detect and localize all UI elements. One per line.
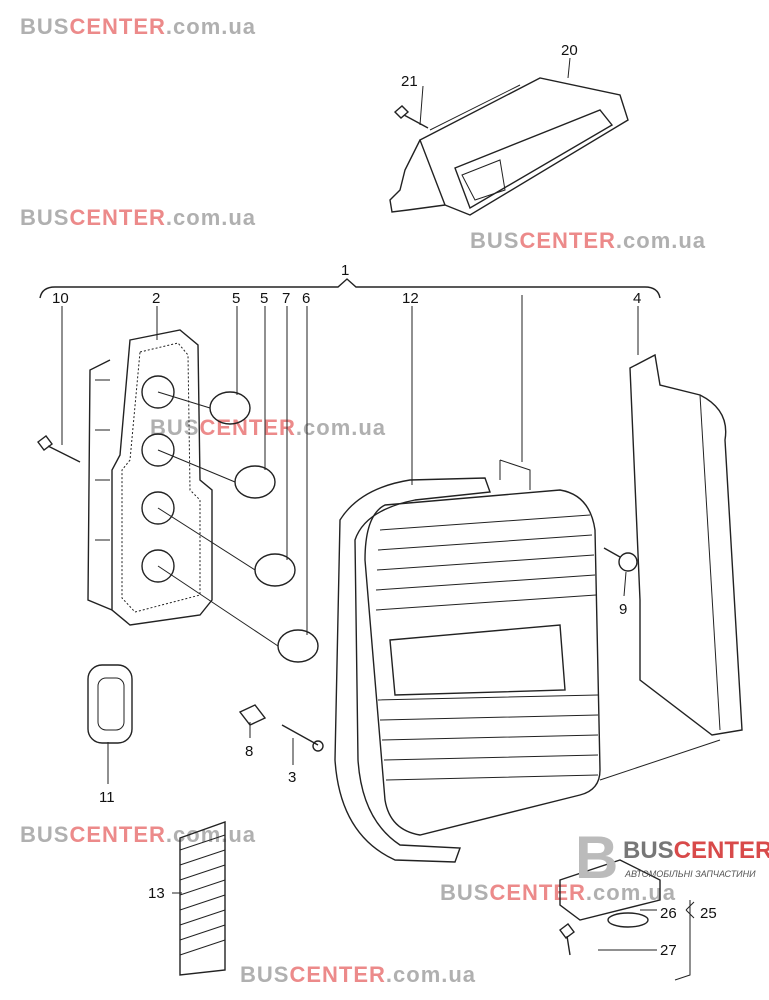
label-1: 1 bbox=[341, 262, 349, 279]
label-8: 8 bbox=[245, 743, 253, 760]
label-7: 7 bbox=[282, 290, 290, 307]
bulb-holder-2 bbox=[87, 329, 213, 626]
license-plate-light-25 bbox=[559, 859, 661, 956]
seal-12 bbox=[334, 477, 491, 863]
leader-lines bbox=[61, 57, 721, 981]
label-25: 25 bbox=[700, 905, 717, 922]
bulbs bbox=[157, 391, 319, 663]
label-21: 21 bbox=[401, 73, 418, 90]
logo-mark: B bbox=[575, 824, 619, 891]
label-6: 6 bbox=[302, 290, 310, 307]
label-20: 20 bbox=[561, 42, 578, 59]
label-12: 12 bbox=[402, 290, 419, 307]
label-4: 4 bbox=[633, 290, 641, 307]
carrier-4 bbox=[629, 353, 743, 736]
label-26: 26 bbox=[660, 905, 677, 922]
label-5: 5 bbox=[260, 290, 268, 307]
screw-9 bbox=[603, 547, 638, 572]
label-5: 5 bbox=[232, 290, 240, 307]
screw-21 bbox=[393, 105, 429, 129]
label-13: 13 bbox=[148, 885, 165, 902]
assembly-bracket-1 bbox=[39, 278, 661, 299]
label-3: 3 bbox=[288, 769, 296, 786]
tail-lamp-housing bbox=[364, 459, 601, 836]
logo-tagline: АВТОМОБІЛЬНІ ЗАПЧАСТИНИ bbox=[625, 869, 756, 879]
label-10: 10 bbox=[52, 290, 69, 307]
buscenter-logo: B BUSCENTER АВТОМОБІЛЬНІ ЗАПЧАСТИНИ bbox=[575, 824, 769, 897]
grommet-11 bbox=[87, 664, 133, 744]
label-11: 11 bbox=[99, 789, 115, 806]
brake-light-20 bbox=[389, 77, 629, 216]
reflector-13 bbox=[179, 821, 226, 976]
label-27: 27 bbox=[660, 942, 677, 959]
carrier-edge bbox=[699, 394, 721, 731]
logo-brand-red: CENTER bbox=[673, 837, 769, 864]
label-9: 9 bbox=[619, 601, 627, 618]
label-2: 2 bbox=[152, 290, 160, 307]
clip-8-and-screw-3 bbox=[238, 704, 324, 752]
logo-brand-gray: BUS bbox=[623, 837, 674, 864]
screw-10 bbox=[37, 435, 81, 463]
